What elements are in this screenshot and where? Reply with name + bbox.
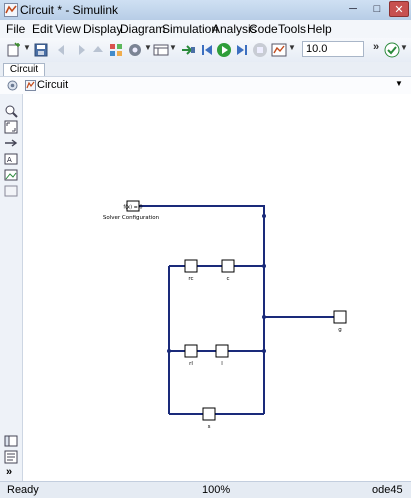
ground-g-block[interactable]: g (333, 310, 347, 333)
close-button[interactable]: ✕ (389, 1, 409, 17)
chevron-down-icon[interactable]: ▼ (144, 43, 152, 52)
wires (139, 205, 334, 415)
maximize-button[interactable]: □ (366, 1, 388, 17)
chevron-down-icon[interactable]: ▼ (395, 79, 403, 88)
back-icon[interactable] (54, 42, 70, 58)
chevron-down-icon[interactable]: ▼ (288, 43, 296, 52)
resistor-rc-block[interactable]: rc (184, 259, 198, 282)
menu-display[interactable]: Display (83, 22, 123, 36)
status-bar: Ready 100% ode45 (0, 481, 411, 498)
junction (262, 315, 266, 319)
chevron-down-icon[interactable]: ▼ (400, 43, 408, 52)
menu-bar: File Edit View Display Diagram Simulatio… (0, 20, 411, 39)
stop-icon[interactable] (252, 42, 268, 58)
block-label-l: l (221, 361, 223, 367)
capacitor-c-block[interactable]: c (221, 259, 235, 282)
block-label-rc: rc (188, 276, 193, 282)
block-label-c: c (226, 276, 229, 282)
fit-view-icon[interactable] (4, 120, 18, 134)
palette-toolbar: A » (0, 94, 23, 481)
more-icon[interactable]: » (373, 41, 380, 53)
close-icon: ✕ (394, 3, 404, 16)
toolbar: ▼ ▼ ▼ ▼ 10.0 » ▼ (0, 38, 411, 63)
model-advisor-icon[interactable] (384, 42, 400, 58)
image-icon[interactable] (4, 168, 18, 182)
minimize-button[interactable]: ─ (342, 1, 364, 17)
solver-name: ode45 (372, 484, 403, 496)
model-explorer-icon[interactable] (153, 42, 169, 58)
stop-time-field[interactable]: 10.0 (302, 41, 364, 57)
block-label-s: s (208, 424, 211, 430)
solver-glyph: f(x) = 0 (123, 205, 142, 211)
step-forward-icon[interactable] (234, 42, 250, 58)
circuit-diagram: f(x) = 0 Solver Configuration rc c rl l … (103, 200, 347, 430)
tab-row (0, 62, 411, 76)
forward-icon[interactable] (73, 42, 89, 58)
model-canvas[interactable]: f(x) = 0 Solver Configuration rc c rl l … (23, 94, 411, 481)
simulink-logo-icon (4, 3, 18, 17)
chevron-down-icon[interactable]: ▼ (169, 43, 177, 52)
block-label-rl: rl (189, 361, 193, 367)
model-browser-icon[interactable] (4, 434, 18, 448)
zoom-icon[interactable] (4, 104, 18, 118)
menu-help[interactable]: Help (307, 22, 332, 36)
expand-icon[interactable]: » (6, 466, 13, 478)
hide-browser-icon[interactable] (7, 80, 18, 91)
block-label-g: g (338, 327, 342, 333)
window-title: Circuit * - Simulink (20, 3, 119, 17)
area-icon[interactable] (4, 184, 18, 198)
junction (262, 264, 266, 268)
chevron-down-icon[interactable]: ▼ (23, 43, 31, 52)
minimize-icon: ─ (349, 3, 357, 15)
library-browser-icon[interactable] (108, 42, 124, 58)
menu-edit[interactable]: Edit (32, 22, 53, 36)
menu-code[interactable]: Code (249, 22, 278, 36)
breadcrumb[interactable]: Circuit ▼ (23, 79, 406, 92)
junctions (167, 214, 266, 353)
junction (262, 214, 266, 218)
breadcrumb-model[interactable]: Circuit (37, 79, 69, 91)
zoom-level: 100% (202, 484, 231, 496)
property-inspector-icon[interactable] (4, 450, 18, 464)
up-icon[interactable] (90, 42, 106, 58)
resistor-rl-block[interactable]: rl (184, 344, 198, 367)
status-text: Ready (7, 484, 39, 496)
record-icon[interactable] (271, 42, 287, 58)
svg-text:A: A (7, 156, 12, 164)
tab-circuit[interactable]: Circuit (3, 63, 45, 76)
menu-simulation[interactable]: Simulation (162, 22, 219, 36)
junction (262, 349, 266, 353)
annotation-icon[interactable]: A (4, 152, 18, 166)
update-diagram-icon[interactable] (180, 42, 196, 58)
source-s-block[interactable]: s (202, 407, 216, 430)
wire[interactable] (139, 205, 265, 216)
junction (167, 349, 171, 353)
menu-file[interactable]: File (6, 22, 26, 36)
solver-label: Solver Configuration (103, 215, 160, 221)
inductor-l-block[interactable]: l (215, 344, 229, 367)
model-settings-icon[interactable] (127, 42, 143, 58)
run-icon[interactable] (216, 42, 232, 58)
step-back-icon[interactable] (199, 42, 215, 58)
menu-analysis[interactable]: Analysis (212, 22, 257, 36)
maximize-icon: □ (373, 3, 381, 15)
arrow-icon[interactable] (4, 136, 18, 150)
solver-configuration-block[interactable]: f(x) = 0 Solver Configuration (103, 200, 160, 221)
menu-view[interactable]: View (55, 22, 81, 36)
save-icon[interactable] (33, 42, 49, 58)
menu-diagram[interactable]: Diagram (120, 22, 166, 36)
menu-tools[interactable]: Tools (278, 22, 307, 36)
model-icon (25, 80, 36, 91)
new-model-icon[interactable] (6, 42, 22, 58)
